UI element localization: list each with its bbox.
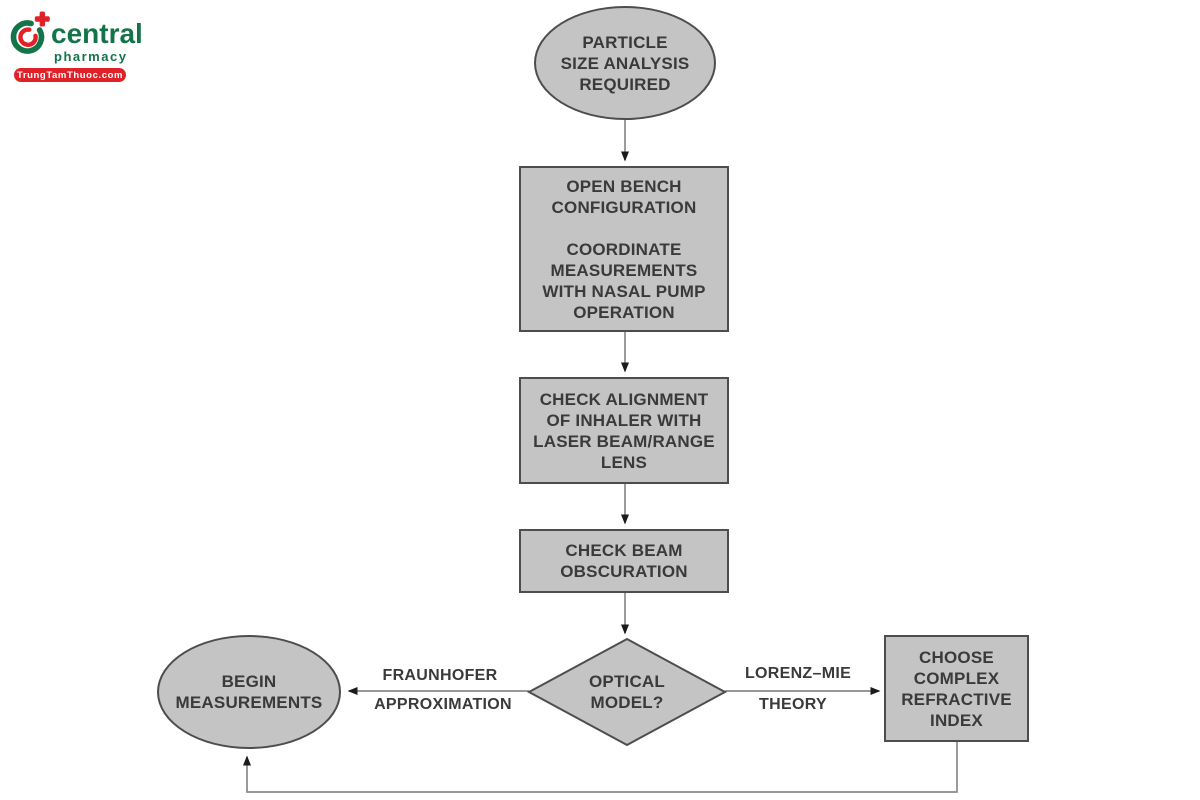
- edge-label-fraunhofer: FRAUNHOFER: [382, 667, 498, 684]
- central-pharmacy-c-icon: [10, 11, 50, 54]
- pharmacy-logo: central pharmacy TrungTamThuoc.com: [10, 6, 150, 86]
- edge-label-theory: THEORY: [759, 696, 827, 713]
- node-start: PARTICLE SIZE ANALYSIS REQUIRED: [534, 6, 716, 120]
- node-optical-model-decision: OPTICAL MODEL?: [588, 672, 665, 712]
- node-choose-complex-refractive-index: CHOOSE COMPLEX REFRACTIVE INDEX: [884, 635, 1029, 742]
- logo-brand-text: central: [51, 18, 143, 49]
- node-begin-measurements: BEGIN MEASUREMENTS: [157, 635, 341, 749]
- edge-label-approximation: APPROXIMATION: [374, 696, 512, 713]
- edge-choose-to-begin-feedback: [243, 742, 958, 793]
- optical-model-diamond-shape: [526, 637, 728, 747]
- edge-label-lorenz-mie: LORENZ–MIE: [744, 665, 852, 682]
- node-check-alignment: CHECK ALIGNMENT OF INHALER WITH LASER BE…: [519, 377, 729, 484]
- node-open-bench-configuration: OPEN BENCH CONFIGURATION COORDINATE MEAS…: [519, 166, 729, 332]
- logo-tagline-badge: TrungTamThuoc.com: [14, 68, 126, 82]
- logo-sub-text: pharmacy: [54, 49, 128, 64]
- node-check-beam-obscuration: CHECK BEAM OBSCURATION: [519, 529, 729, 593]
